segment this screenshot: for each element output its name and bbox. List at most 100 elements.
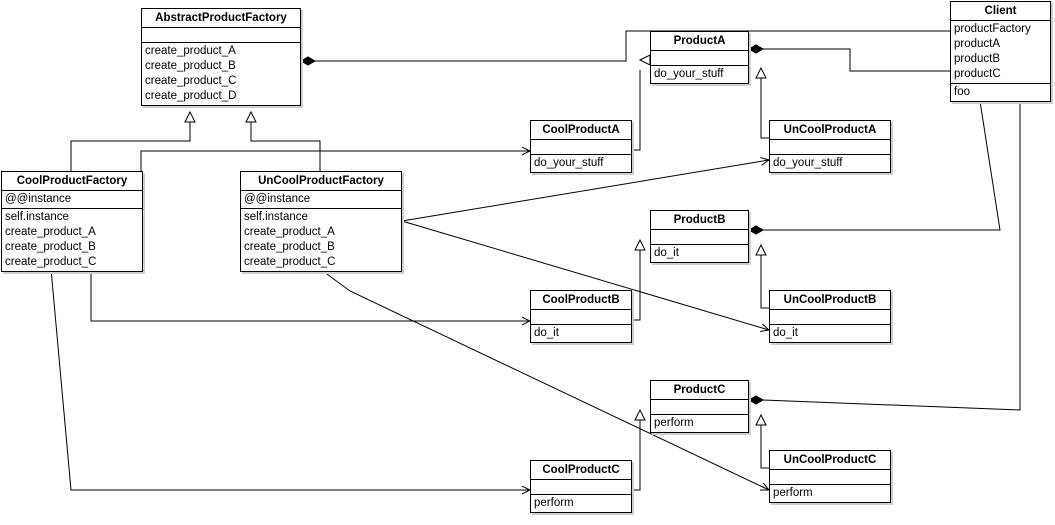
class-name: CoolProductA xyxy=(531,121,631,140)
methods-section: do_your_stuff xyxy=(770,155,890,172)
class-product-a[interactable]: ProductA do_your_stuff xyxy=(650,31,749,84)
class-uncool-factory[interactable]: UnCoolProductFactory @@instance self.insta… xyxy=(240,171,402,272)
cool-product-b-inherit-line xyxy=(632,250,641,321)
class-cool-product-a[interactable]: CoolProductA do_your_stuff xyxy=(530,120,632,173)
methods-section: do_it xyxy=(770,325,890,342)
attribute: @@instance xyxy=(5,193,72,205)
class-name: ProductC xyxy=(651,381,748,400)
class-name: CoolProductFactory xyxy=(2,172,142,191)
uncool-product-a-inherit-line xyxy=(760,78,769,139)
class-name: CoolProductB xyxy=(531,291,631,310)
uncool-factory-to-uncool-b-line xyxy=(401,220,770,331)
method: create_product_D xyxy=(145,90,237,102)
generalization-arrowhead xyxy=(755,243,767,256)
composition-diamond xyxy=(747,225,765,235)
class-name: AbstractProductFactory xyxy=(142,9,300,28)
method: create_product_B xyxy=(145,60,236,72)
generalization-arrowhead xyxy=(755,413,767,426)
attribute: @@instance xyxy=(244,193,311,205)
methods-section: foo xyxy=(951,84,1050,101)
client-to-product-c-line xyxy=(762,101,1021,411)
client-to-product-a-line xyxy=(763,48,950,72)
attributes-section: @@instance xyxy=(241,191,401,209)
methods-section: do_your_stuff xyxy=(651,66,748,83)
methods-section: do_it xyxy=(651,245,748,262)
method: perform xyxy=(534,497,574,509)
generalization-arrowhead xyxy=(184,110,196,123)
cool-factory-to-cool-a-line xyxy=(140,150,530,171)
attributes-section xyxy=(770,470,890,485)
attribute: productC xyxy=(954,68,1001,80)
class-product-b[interactable]: ProductB do_it xyxy=(650,210,749,263)
methods-section: perform xyxy=(651,415,748,432)
attributes-section xyxy=(531,140,631,155)
attribute: productB xyxy=(954,53,1001,65)
cool-factory-to-cool-b-line xyxy=(90,269,530,322)
generalization-arrowhead xyxy=(755,66,767,79)
method: do_your_stuff xyxy=(773,157,843,169)
methods-section: do_your_stuff xyxy=(531,155,631,172)
method: do_it xyxy=(773,327,798,339)
class-cool-product-b[interactable]: CoolProductB do_it xyxy=(530,290,632,343)
composition-diamond xyxy=(299,56,317,66)
method: self.instance xyxy=(5,211,69,223)
class-product-c[interactable]: ProductC perform xyxy=(650,380,749,433)
attributes-section xyxy=(770,140,890,155)
class-name: CoolProductC xyxy=(531,461,631,480)
generalization-arrowhead xyxy=(245,110,257,123)
class-name: ProductA xyxy=(651,32,748,51)
uncool-factory-inherit-line xyxy=(250,122,321,171)
class-cool-product-c[interactable]: CoolProductC perform xyxy=(530,460,632,513)
uncool-product-b-inherit-line xyxy=(760,255,769,309)
class-name: UnCoolProductC xyxy=(770,451,890,470)
cool-product-a-inherit-line xyxy=(632,70,641,151)
method: create_product_C xyxy=(5,256,97,268)
method: create_product_A xyxy=(145,45,236,57)
class-uncool-product-c[interactable]: UnCoolProductC perform xyxy=(769,450,891,503)
class-name: ProductB xyxy=(651,211,748,230)
attributes-section xyxy=(651,400,748,415)
composition-diamond xyxy=(747,44,765,54)
method: create_product_C xyxy=(145,75,237,87)
cool-factory-to-cool-c-line xyxy=(50,268,530,491)
method: do_your_stuff xyxy=(534,157,604,169)
attributes-section xyxy=(531,480,631,495)
methods-section: perform xyxy=(770,485,890,502)
attributes-section xyxy=(651,51,748,66)
cool-product-c-inherit-line xyxy=(632,420,641,491)
class-name: UnCoolProductFactory xyxy=(241,172,401,191)
attributes-section: productFactory productA productB productC xyxy=(951,21,1050,84)
product-a-to-factory-line xyxy=(315,30,650,62)
class-cool-factory[interactable]: CoolProductFactory @@instance self.instanc… xyxy=(1,171,143,272)
method: self.instance xyxy=(244,211,308,223)
methods-section: do_it xyxy=(531,325,631,342)
cool-factory-inherit-line xyxy=(70,122,191,171)
attributes-section xyxy=(770,310,890,325)
generalization-arrowhead xyxy=(634,408,646,421)
uncool-factory-to-uncool-a-line xyxy=(401,159,770,222)
methods-section: create_product_A create_product_B create_p… xyxy=(142,43,300,105)
class-name: Client xyxy=(951,2,1050,21)
method: foo xyxy=(954,86,970,98)
composition-diamond xyxy=(747,395,765,405)
attribute: productFactory xyxy=(954,23,1031,35)
attributes-section xyxy=(531,310,631,325)
methods-section: perform xyxy=(531,495,631,512)
uncool-product-c-inherit-line xyxy=(760,425,769,469)
attributes-section xyxy=(142,28,300,43)
method: create_product_A xyxy=(244,226,335,238)
attribute: productA xyxy=(954,38,1001,50)
class-uncool-product-a[interactable]: UnCoolProductA do_your_stuff xyxy=(769,120,891,173)
method: do_it xyxy=(654,247,679,259)
class-name: UnCoolProductA xyxy=(770,121,890,140)
attributes-section: @@instance xyxy=(2,191,142,209)
method: create_product_A xyxy=(5,226,96,238)
client-to-product-b-line xyxy=(763,100,1001,231)
method: do_it xyxy=(534,327,559,339)
uncool-factory-to-uncool-c-line xyxy=(319,268,770,491)
